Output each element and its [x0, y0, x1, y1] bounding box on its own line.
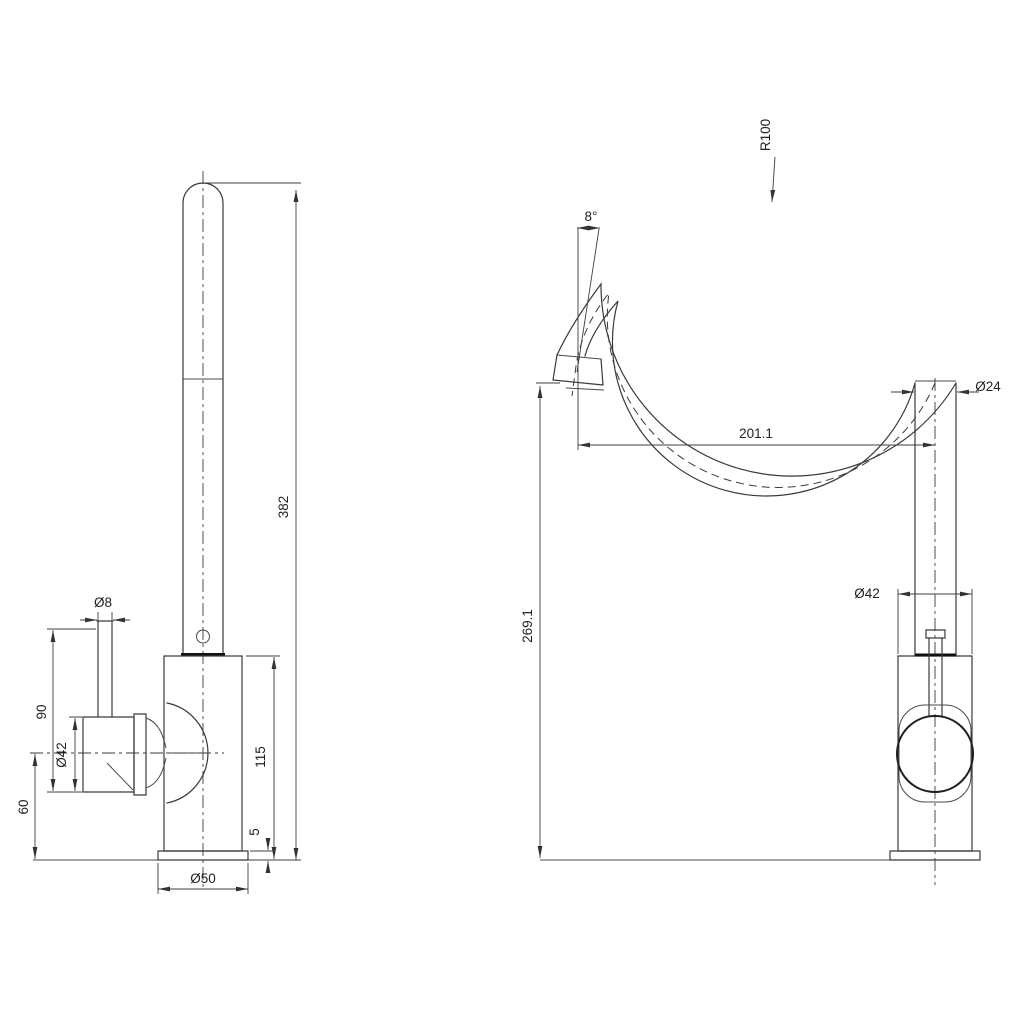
- handle-collar: [133, 713, 147, 796]
- neck-curves: [145, 717, 167, 789]
- ext-lever-dia: [97, 612, 113, 626]
- dim-base-diameter-label: Ø50: [190, 871, 216, 886]
- spout-center-arc: [571, 291, 936, 488]
- dim-base-thickness-label: 5: [247, 828, 262, 836]
- dim-lever-height-label: 90: [34, 704, 49, 719]
- spout-inner-curve: [584, 300, 916, 497]
- side-view-outline: [30, 171, 301, 889]
- ext-handle-dia: [47, 716, 82, 793]
- leader-bend-radius: [770, 156, 776, 203]
- dim-lever-diameter-label: Ø8: [94, 595, 112, 610]
- angle-ref-tilted: [576, 228, 600, 373]
- dim-outlet-height-label: 269.1: [520, 609, 535, 643]
- front-lever-cap: [925, 629, 946, 639]
- front-view-dimensions: R100 8° Ø24 201.1 269.1 Ø42: [520, 119, 1001, 858]
- front-ball-joint: [896, 715, 974, 793]
- dim-reach-label: 201.1: [739, 426, 773, 441]
- handle-detail-line: [106, 762, 134, 791]
- spout-column-outline: [182, 182, 224, 657]
- dim-bend-radius-label: R100: [758, 119, 773, 151]
- spout-outer-curve: [556, 282, 957, 477]
- front-base-plate: [889, 850, 981, 861]
- outlet-lip: [565, 387, 605, 391]
- front-view: R100 8° Ø24 201.1 269.1 Ø42: [520, 119, 1001, 885]
- front-view-outline: [540, 282, 981, 885]
- riser-tube: [914, 382, 957, 657]
- side-view-dimensions: 382 Ø8 90 Ø42 60 115 5: [16, 182, 301, 894]
- lever-rod: [96, 620, 114, 718]
- side-view: 382 Ø8 90 Ø42 60 115 5: [16, 171, 301, 894]
- dim-outlet-angle-label: 8°: [585, 209, 598, 224]
- ext-front-body-dia: [897, 589, 973, 654]
- handle-housing-outline: [898, 704, 972, 803]
- dim-overall-height-label: 382: [276, 496, 291, 519]
- handle-cylinder: [82, 716, 135, 793]
- dim-body-height-label: 115: [253, 746, 268, 768]
- front-lever-rod: [928, 637, 943, 717]
- set-screw: [196, 629, 210, 644]
- dim-tube-diameter-label: Ø24: [975, 379, 1001, 394]
- dim-handle-axis-height-label: 60: [16, 799, 31, 814]
- dim-handle-diameter-label: Ø42: [54, 742, 69, 768]
- dim-front-body-diameter-label: Ø42: [854, 586, 880, 601]
